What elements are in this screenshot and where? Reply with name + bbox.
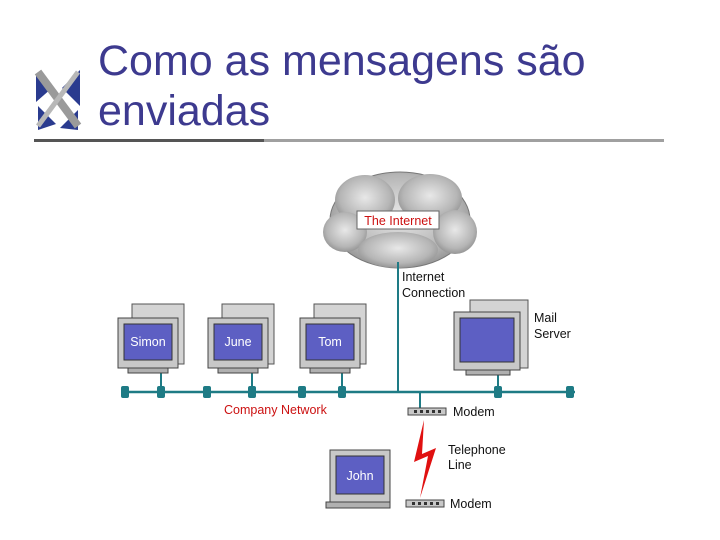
- computer-simon: Simon: [117, 303, 185, 374]
- company-network-label: Company Network: [224, 403, 328, 417]
- computer-label-june: June: [224, 335, 251, 349]
- logo-icon: [34, 69, 82, 130]
- bus-drops: [160, 370, 499, 408]
- internet-connection-label-1: Internet: [402, 270, 445, 284]
- telephone-line-label-1: Telephone: [448, 443, 506, 457]
- mail-server-label-2: Server: [534, 327, 571, 341]
- telephone-line-label-2: Line: [448, 458, 472, 472]
- telephone-line-bolt: [414, 420, 436, 498]
- mail-server-label-1: Mail: [534, 311, 557, 325]
- mail-server: [453, 299, 529, 376]
- modem-top-label: Modem: [453, 405, 495, 419]
- bus-connectors: [121, 386, 574, 398]
- computer-label-simon: Simon: [130, 335, 165, 349]
- computer-john: John: [325, 449, 391, 509]
- cloud-label: The Internet: [364, 214, 432, 228]
- internet-cloud: The Internet: [323, 171, 477, 269]
- computer-label-tom: Tom: [318, 335, 342, 349]
- computer-label-john: John: [346, 469, 373, 483]
- modem-bottom: [405, 499, 445, 508]
- modem-bottom-label: Modem: [450, 497, 492, 511]
- cloud-label-box: [356, 210, 440, 230]
- modem-top: [407, 407, 447, 416]
- computer-june: June: [207, 303, 275, 374]
- slide-title: Como as mensagens são enviadas: [98, 36, 586, 136]
- computer-tom: Tom: [299, 303, 367, 374]
- title-line-2: enviadas: [98, 87, 271, 135]
- internet-connection-label-2: Connection: [402, 286, 465, 300]
- title-line-1: Como as mensagens são: [98, 37, 586, 85]
- title-divider: [34, 139, 664, 142]
